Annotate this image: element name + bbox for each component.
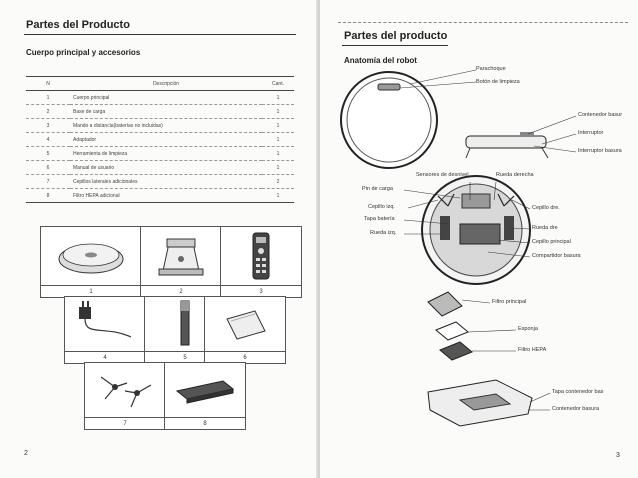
accessories-subtitle: Cuerpo principal y accesorios: [26, 48, 140, 57]
label-battery-cover: Tapa batería: [364, 216, 395, 222]
row-n: 5: [26, 147, 70, 161]
row-qty: 1: [262, 161, 294, 175]
accessory-box-base: 2: [140, 226, 222, 298]
row-qty: 1: [262, 91, 294, 105]
label-dustbin-lid: Tapa contenedor bas: [552, 389, 603, 395]
table-header-row: N Descripción Cant.: [26, 77, 294, 91]
adapter-illustration: [65, 297, 145, 351]
robot-body-illustration: [41, 227, 141, 285]
label-dustbin: Contenedor basur: [578, 112, 622, 118]
label-hepa-filter: Filtro HEPA: [518, 347, 546, 353]
row-description: Filtro HEPA adicional: [70, 189, 262, 203]
row-qty: 1: [262, 119, 294, 133]
label-parachoque: Parachoque: [476, 66, 506, 72]
row-qty: 1: [262, 105, 294, 119]
row-description: Herramienta de limpieza: [70, 147, 262, 161]
col-header-description: Descripción: [70, 77, 262, 91]
side-brushes-illustration: [85, 363, 165, 417]
row-description: Manual de usuario: [70, 161, 262, 175]
row-description: Cepillos laterales adicionales: [70, 175, 262, 189]
row-n: 2: [26, 105, 70, 119]
accessory-box-side-brushes: 7: [84, 362, 166, 430]
accessory-box-manual: 6: [204, 296, 286, 364]
accessory-number: 8: [165, 417, 245, 430]
label-right-wheel: Rueda dre: [532, 225, 558, 231]
col-header-n: N: [26, 77, 70, 91]
accessory-box-robot: 1: [40, 226, 142, 298]
accessory-box-remote: 3: [220, 226, 302, 298]
left-page: Partes del Producto Cuerpo principal y a…: [0, 0, 318, 478]
title-underline: [24, 34, 296, 35]
row-qty: 1: [262, 189, 294, 203]
row-qty: 1: [262, 133, 294, 147]
label-left-wheel: Rueda izq.: [370, 230, 396, 236]
label-right-brush: Cepillo dre.: [532, 205, 560, 211]
row-description: Cuerpo principal: [70, 91, 262, 105]
row-description: Adaptador: [70, 133, 262, 147]
left-page-title: Partes del Producto: [26, 19, 130, 31]
user-manual-illustration: [205, 297, 285, 351]
page-number: 2: [24, 450, 28, 457]
row-n: 8: [26, 189, 70, 203]
label-left-brush: Cepillo izq.: [368, 204, 395, 210]
row-qty: 2: [262, 175, 294, 189]
hepa-filter-illustration: [165, 363, 245, 417]
accessory-number: 7: [85, 417, 165, 430]
remote-control-illustration: [221, 227, 301, 285]
label-main-brush: Cepillo principal: [532, 239, 571, 245]
label-dust-compartment: Compartidor basura: [532, 253, 581, 259]
label-right-wheel-top: Rueda derecha: [496, 172, 534, 178]
label-cleaning-button: Botón de limpieza: [476, 79, 520, 85]
label-main-filter: Filtro principal: [492, 299, 526, 305]
row-qty: 1: [262, 147, 294, 161]
label-dustbin-container: Contenedor basura: [552, 406, 599, 412]
row-n: 3: [26, 119, 70, 133]
label-charging-pin: Pin de carga: [362, 186, 393, 192]
label-switch: Interruptor: [578, 130, 603, 136]
row-n: 6: [26, 161, 70, 175]
row-n: 7: [26, 175, 70, 189]
row-n: 1: [26, 91, 70, 105]
row-description: Base de carga: [70, 105, 262, 119]
label-cliff-sensors: Sensores de desnivel: [416, 172, 469, 178]
accessory-box-adapter: 4: [64, 296, 146, 364]
col-header-qty: Cant.: [262, 77, 294, 91]
row-description: Mando a distancia(baterías no incluidas): [70, 119, 262, 133]
label-dustbin-switch: Interruptor basura: [578, 148, 622, 154]
charging-base-illustration: [141, 227, 221, 285]
page-number: 3: [616, 452, 620, 459]
right-page: Partes del producto Anatomía del robot: [320, 0, 638, 478]
row-n: 4: [26, 133, 70, 147]
label-sponge: Esponja: [518, 326, 538, 332]
accessory-box-hepa-filter: 8: [164, 362, 246, 430]
